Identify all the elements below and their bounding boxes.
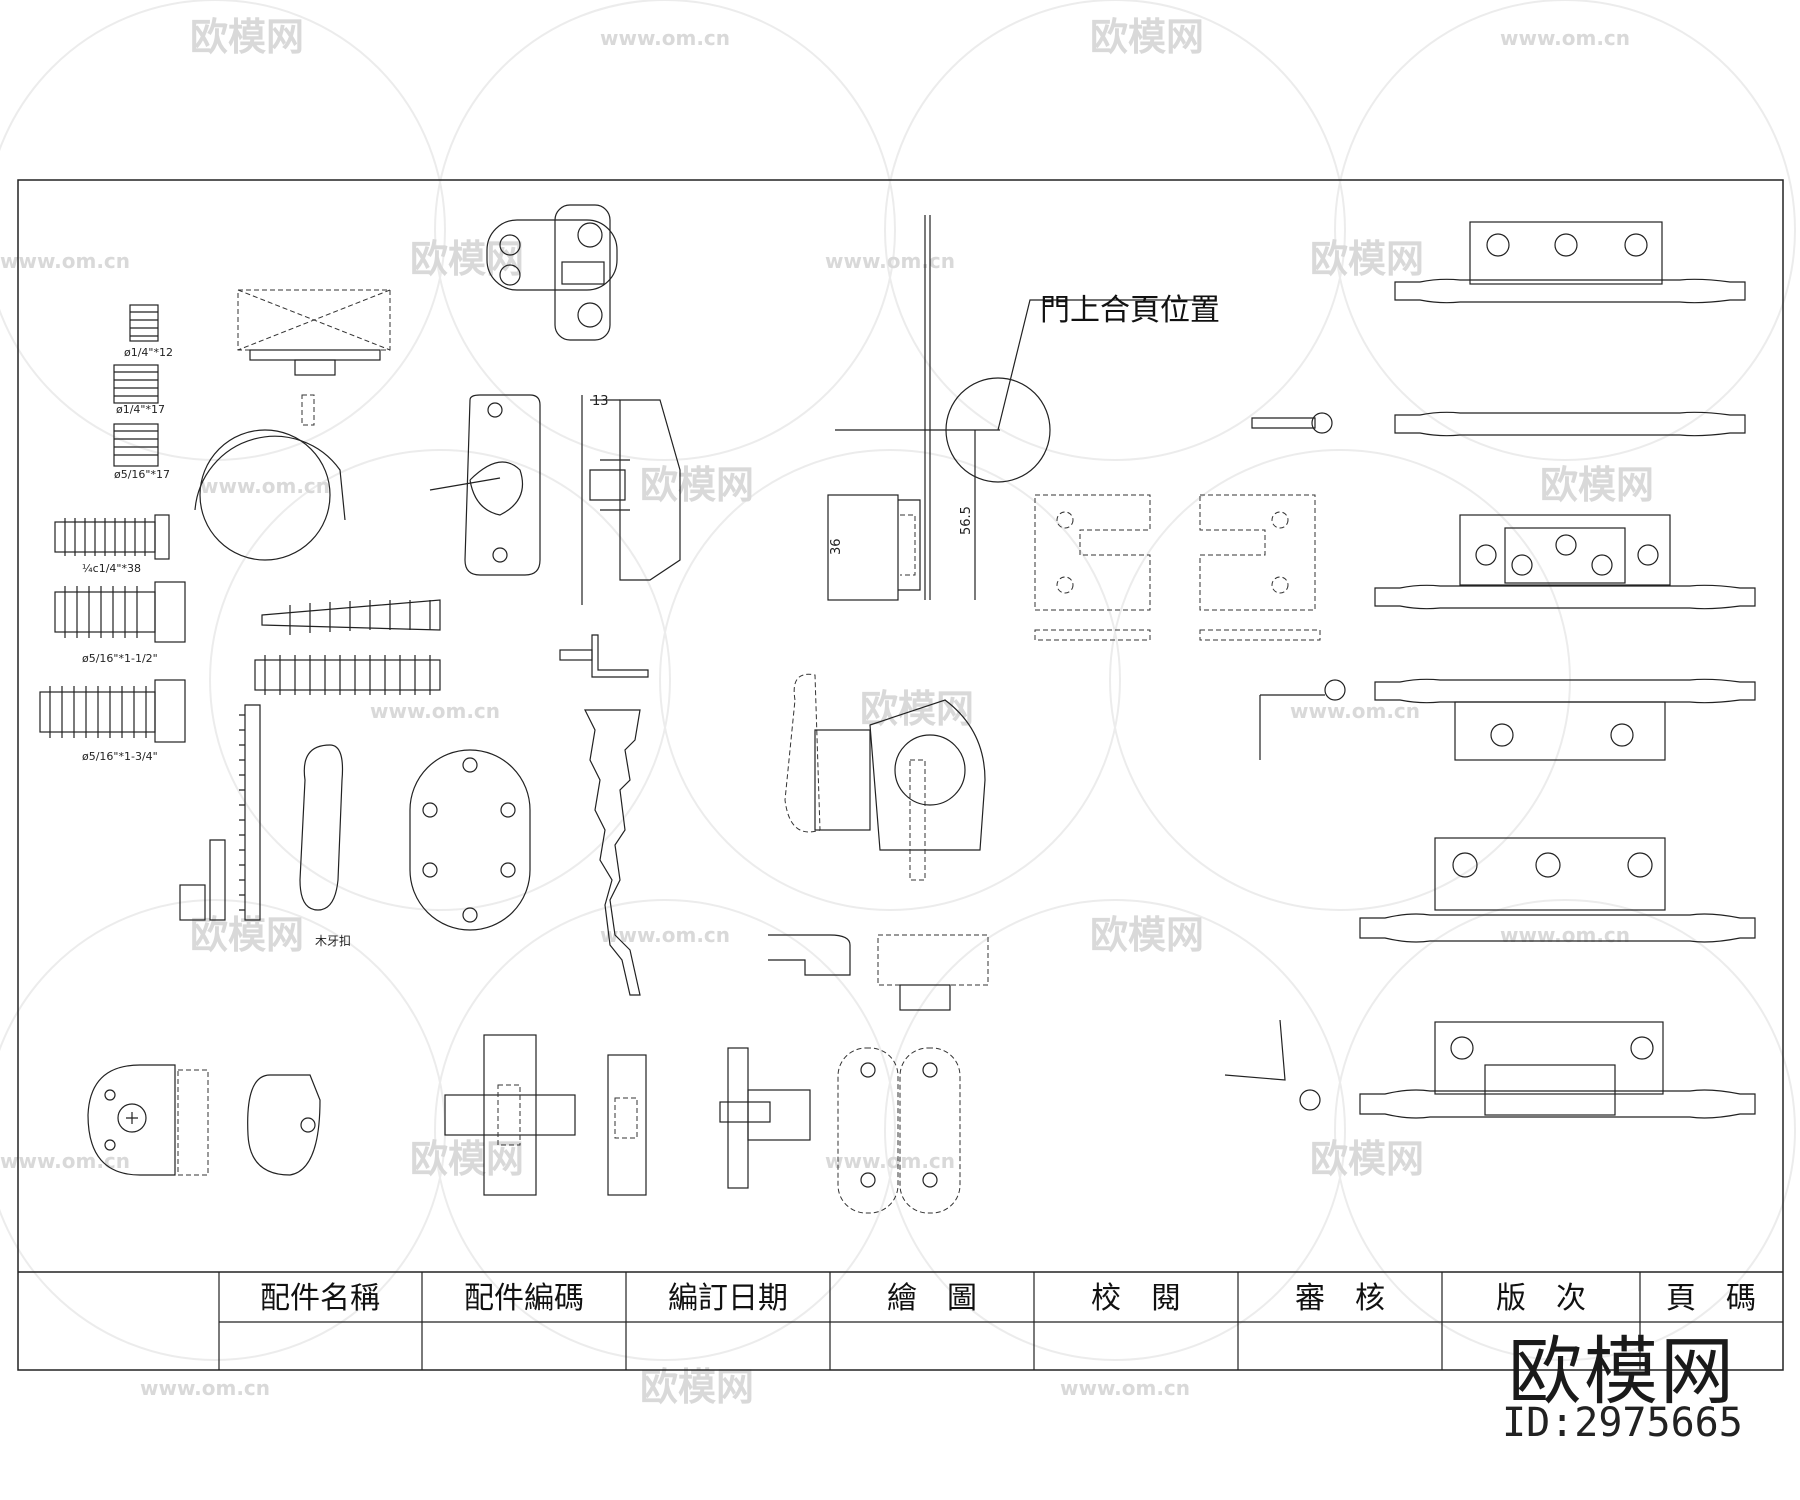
wm-brand: 欧模网 <box>410 1137 524 1181</box>
dim-13: 13 <box>592 394 609 409</box>
double-plate-bracket <box>486 204 618 341</box>
threaded-inserts: ø1/4"*12 ø1/4"*17 ø5/16"*17 <box>113 304 173 481</box>
dim-36: 36 <box>829 538 844 555</box>
door-hinge-note: 門上合頁位置 <box>1040 293 1220 328</box>
caster-wheel <box>194 289 391 561</box>
oval-mount-plate <box>409 749 531 931</box>
header-revision-date: 編訂日期 <box>668 1281 788 1316</box>
screw-label: ø5/16"*17 <box>114 468 170 481</box>
screw-label: ¼c1/4"*38 <box>82 562 141 575</box>
flat-hinge-plates <box>1034 494 1321 641</box>
serrated-strips <box>179 704 261 921</box>
cam-connector <box>87 1064 321 1176</box>
wm-brand: 欧模网 <box>1310 1137 1424 1181</box>
wm-brand: 欧模网 <box>190 15 304 59</box>
header-approved-by: 審 核 <box>1295 1281 1385 1316</box>
lag-screws <box>254 599 441 695</box>
wm-url: www.om.cn <box>600 923 730 947</box>
hinge-side-profiles <box>1224 412 1346 1111</box>
tee-connector <box>444 1034 647 1196</box>
wm-url: www.om.cn <box>825 249 955 273</box>
screw-label: ø5/16"*1-1/2" <box>82 652 158 665</box>
header-version: 版 次 <box>1496 1281 1586 1316</box>
watermark-arcs <box>0 0 1796 1361</box>
header-checked-by: 校 閱 <box>1091 1281 1181 1316</box>
spring-latch: 13 <box>429 394 681 605</box>
wm-brand: 欧模网 <box>1540 463 1654 507</box>
watermark-logo-text: 欧模网 <box>1508 1329 1736 1415</box>
finial-hinges <box>1359 221 1756 1119</box>
screw-label: ø1/4"*12 <box>124 346 173 359</box>
wm-url: www.om.cn <box>1060 1376 1190 1400</box>
saw-tooth-rail <box>584 709 641 996</box>
wm-brand: 欧模网 <box>640 463 754 507</box>
wm-url: www.om.cn <box>370 699 500 723</box>
door-hinge-section: 36 56.5 門上合頁位置 <box>827 215 1220 601</box>
title-block: 配件名稱 配件編碼 編訂日期 繪 圖 校 閱 審 核 版 次 頁 碼 <box>18 1271 1783 1370</box>
header-part-code: 配件編碼 <box>464 1281 584 1316</box>
wm-url: www.om.cn <box>825 1149 955 1173</box>
screw-label: ø5/16"*1-3/4" <box>82 750 158 763</box>
wall-connector <box>719 1047 961 1214</box>
header-part-name: 配件名稱 <box>260 1281 380 1316</box>
grip-pad: 木牙扣 <box>299 744 351 948</box>
wm-url: www.om.cn <box>600 26 730 50</box>
wm-url: www.om.cn <box>1500 923 1630 947</box>
wm-brand: 欧模网 <box>1090 15 1204 59</box>
wm-url: www.om.cn <box>0 249 130 273</box>
drawing-border <box>17 179 1784 1371</box>
small-label: 木牙扣 <box>315 934 351 948</box>
wm-brand: 欧模网 <box>1310 237 1424 281</box>
wm-brand: 欧模网 <box>410 237 524 281</box>
wm-url: www.om.cn <box>200 474 330 498</box>
watermark-texts: 欧模网 www.om.cn 欧模网 www.om.cn www.om.cn 欧模… <box>0 15 1654 1409</box>
wm-url: www.om.cn <box>140 1376 270 1400</box>
threaded-screws: ¼c1/4"*38 ø5/16"*1-1/2" ø5/16"*1-3/4" <box>39 514 186 763</box>
knockdown-fitting <box>784 673 986 881</box>
wm-brand: 欧模网 <box>1090 913 1204 957</box>
wm-url: www.om.cn <box>1500 26 1630 50</box>
hook-latch <box>768 934 989 1011</box>
watermark-id: ID:2975665 <box>1502 1400 1743 1446</box>
header-drawn-by: 繪 圖 <box>887 1281 977 1316</box>
dim-56: 56.5 <box>959 506 974 535</box>
header-page-number: 頁 碼 <box>1666 1281 1756 1316</box>
angle-bracket <box>559 634 649 678</box>
wm-url: www.om.cn <box>0 1149 130 1173</box>
wm-brand: 欧模网 <box>640 1365 754 1409</box>
wm-url: www.om.cn <box>1290 699 1420 723</box>
screw-label: ø1/4"*17 <box>116 403 165 416</box>
